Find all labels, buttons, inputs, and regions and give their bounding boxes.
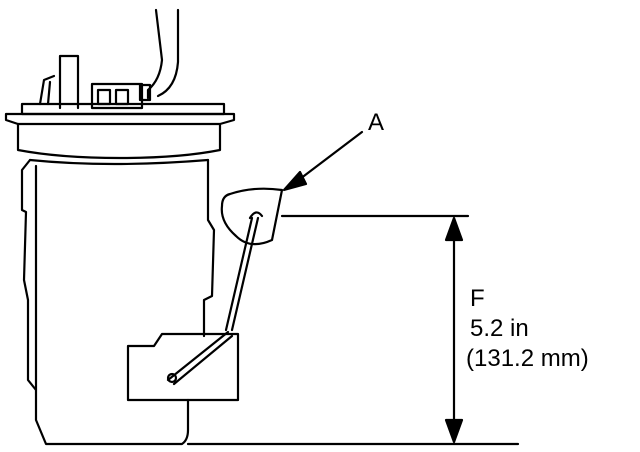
dimension-arrow-bottom — [444, 418, 464, 444]
callout-a-arrowhead — [282, 170, 308, 192]
float-arm-rod — [224, 216, 260, 332]
sender-housing — [126, 332, 240, 402]
pump-body-right-edge — [202, 158, 216, 338]
dimension-imperial: 5.2 in — [470, 315, 529, 342]
dimension-metric: (131.2 mm) — [466, 345, 589, 372]
flange-body — [4, 112, 236, 160]
dimension-arrow-top — [444, 216, 464, 242]
vent-pipe — [58, 54, 80, 110]
float-body — [220, 187, 284, 246]
float-arm-pivot — [166, 330, 234, 386]
callout-a-label: A — [368, 109, 384, 136]
hose-clamp — [138, 83, 152, 102]
callout-a-leader — [294, 130, 364, 184]
fuel-hose — [146, 8, 180, 100]
pump-body-top-edge — [28, 158, 210, 166]
float-rod-top — [248, 211, 264, 220]
dimension-f-label: F — [470, 285, 485, 312]
pump-body-outline — [20, 158, 190, 446]
small-bracket — [38, 74, 56, 106]
pivot-point — [166, 372, 178, 384]
